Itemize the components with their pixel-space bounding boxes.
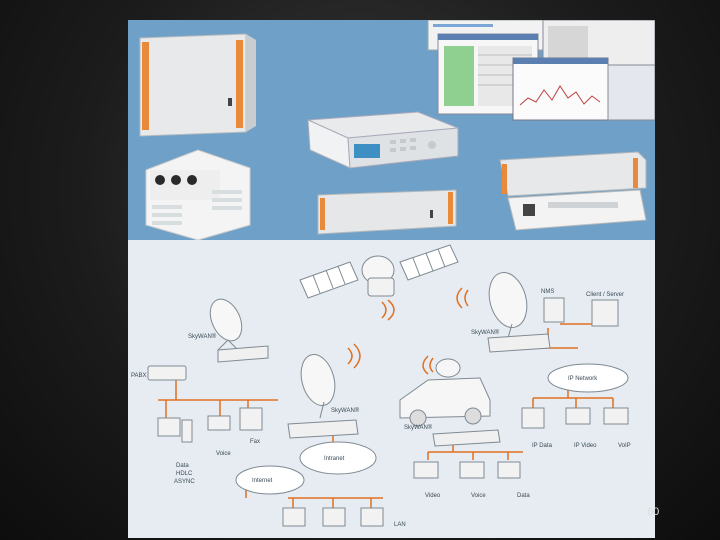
label-data-left-1: Data bbox=[176, 463, 189, 469]
label-pabx: PABX bbox=[131, 373, 147, 379]
label-internet: Internet bbox=[252, 478, 273, 484]
label-intranet: Intranet bbox=[324, 456, 345, 462]
label-nms: NMS bbox=[541, 289, 554, 295]
network-diagram: NMS Client / Server SkyWAN® SkyWAN® SkyW… bbox=[128, 240, 655, 538]
label-skywan-left: SkyWAN® bbox=[188, 333, 217, 340]
label-skywan-vehicle: SkyWAN® bbox=[404, 424, 433, 431]
label-voice-right: Voice bbox=[471, 493, 486, 499]
label-skywan-center: SkyWAN® bbox=[331, 407, 360, 414]
rack-unit-flat bbox=[318, 190, 456, 234]
rack-unit-large bbox=[140, 34, 256, 136]
modem-unit bbox=[308, 112, 458, 168]
label-client-server: Client / Server bbox=[586, 292, 624, 298]
dish-center bbox=[288, 351, 358, 438]
vehicle-icon bbox=[400, 359, 500, 446]
software-screenshots bbox=[428, 20, 655, 120]
label-ip-video: IP Video bbox=[574, 443, 597, 449]
phone-left bbox=[208, 416, 230, 430]
computer-left bbox=[158, 418, 192, 442]
label-fax: Fax bbox=[250, 439, 260, 445]
label-voip: VoIP bbox=[618, 443, 631, 449]
dish-left bbox=[204, 294, 268, 362]
label-lan: LAN bbox=[394, 522, 406, 528]
label-ip-data: IP Data bbox=[532, 443, 553, 449]
satellite-icon bbox=[300, 245, 458, 298]
label-data-left-2: HDLC bbox=[176, 471, 193, 477]
rugged-unit bbox=[146, 150, 250, 240]
label-skywan-right: SkyWAN® bbox=[471, 329, 500, 336]
vehicle-devices bbox=[414, 462, 520, 478]
rack-unit-right bbox=[500, 152, 646, 230]
page-number: 60 bbox=[647, 506, 659, 518]
fax-left bbox=[240, 408, 262, 430]
label-voice-left: Voice bbox=[216, 451, 231, 457]
nms-server-devices bbox=[544, 298, 618, 326]
lan-computers bbox=[283, 508, 383, 526]
label-data-left-3: ASYNC bbox=[174, 479, 195, 485]
ipnet-devices bbox=[522, 408, 628, 428]
dish-right bbox=[483, 268, 550, 352]
label-ip-network: IP Network bbox=[568, 376, 598, 382]
signal-waves bbox=[226, 288, 468, 374]
pabx-device bbox=[148, 366, 186, 380]
equipment-photo bbox=[128, 20, 655, 240]
label-video: Video bbox=[425, 493, 441, 499]
label-data-right: Data bbox=[517, 493, 530, 499]
